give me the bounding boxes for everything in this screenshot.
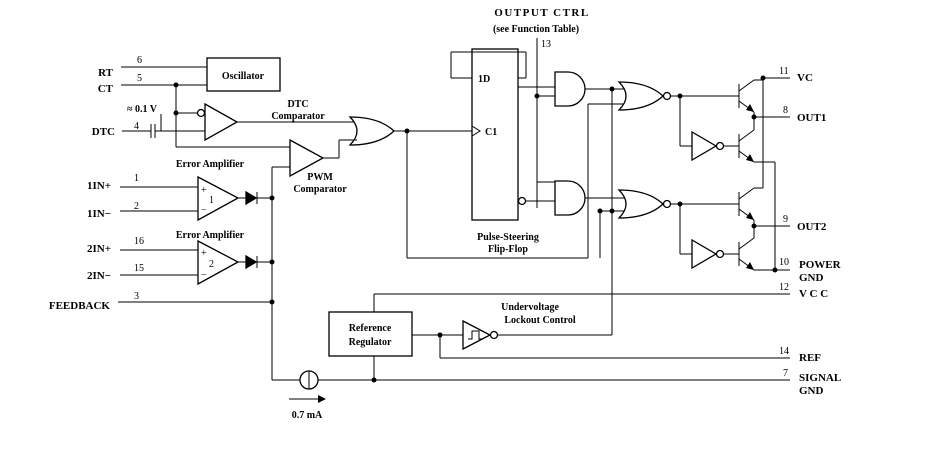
and-gate-2: [554, 180, 586, 216]
pin-9-number: 9: [783, 214, 788, 225]
and-gate-1: [554, 71, 586, 107]
error-amp-2-number: 2: [209, 259, 214, 270]
ct-ramp-wires: [173, 85, 290, 148]
error-amplifier-1: [197, 175, 240, 222]
oscillator-block: [206, 57, 281, 92]
pin-1-number: 1: [134, 173, 139, 184]
hysteresis-icon: [468, 330, 482, 340]
pin-16-number: 16: [134, 236, 144, 247]
pin-10-number: 10: [779, 257, 789, 268]
pin-vc-label: VC: [797, 72, 813, 84]
pin-out1-label: OUT1: [797, 112, 826, 124]
pin-out2-label: OUT2: [797, 221, 827, 233]
pwm-comparator: [289, 138, 325, 178]
output-transistors-2: [738, 187, 790, 271]
output-ctrl-label: OUTPUT CTRL: [494, 7, 589, 19]
pin-2in-minus-label: 2IN−: [87, 270, 111, 282]
pwm-comparator-label-1: PWM: [307, 172, 333, 183]
flipflop-title-2: Flip-Flop: [488, 244, 528, 255]
pwm-comparator-label-2: Comparator: [293, 184, 347, 195]
pin-15-number: 15: [134, 263, 144, 274]
vc-rail: [760, 75, 790, 273]
output-inverter-1: [691, 130, 718, 162]
pin-3-number: 3: [134, 291, 139, 302]
pin-dtc-label: DTC: [92, 126, 115, 138]
pin-ref-label: REF: [799, 352, 821, 364]
pin-signal-label: SIGNAL: [799, 372, 841, 384]
error-amp-1-title: Error Amplifier: [176, 159, 245, 170]
error-amp-1-number: 1: [209, 195, 214, 206]
output-inverter-2: [691, 238, 718, 270]
pin-5-number: 5: [137, 73, 142, 84]
dtc-comparator-label-1: DTC: [287, 99, 308, 110]
dtc-comparator-inverting-bubble: [196, 108, 206, 118]
nor-gate-2: [617, 189, 664, 219]
pin-rt-label: RT: [98, 67, 114, 79]
pin-7-number: 7: [783, 368, 788, 379]
output-ctrl-wire: [534, 38, 555, 208]
output-transistors-1: [738, 79, 790, 163]
dtc-input-wires: [122, 114, 205, 138]
ref-regulator-label-1: Reference: [349, 323, 392, 334]
or-gate-dead-time: [348, 116, 395, 146]
flipflop-clock-marker: [471, 125, 481, 137]
pin-4-number: 4: [134, 121, 139, 132]
nor-gate-1-bubble: [662, 91, 672, 101]
flipflop-c-label: C1: [485, 127, 497, 138]
flipflop-title-1: Pulse-Steering: [477, 232, 539, 243]
pin-ct-label: CT: [98, 83, 114, 95]
pin-2-number: 2: [134, 201, 139, 212]
pulse-steering-flipflop: [471, 48, 519, 221]
oscillator-label: Oscillator: [222, 71, 265, 82]
dtc-comparator-label-2: Comparator: [271, 111, 325, 122]
pin-1in-plus-label: 1IN+: [87, 180, 111, 192]
ref-output-wires: [412, 332, 790, 359]
pin-8-number: 8: [783, 105, 788, 116]
pin-feedback-label: FEEDBACK: [49, 300, 111, 312]
vcc-wire: [373, 293, 790, 312]
pin-2in-plus-label: 2IN+: [87, 243, 111, 255]
diode-1: [245, 190, 258, 206]
uvlo-label-2: Lockout Control: [504, 315, 575, 326]
current-arrow: [289, 395, 326, 403]
pin-13-number: 13: [541, 39, 551, 50]
uvlo-buffer: [462, 319, 492, 351]
nor-gate-1: [617, 81, 664, 111]
error-amp-2-title: Error Amplifier: [176, 230, 245, 241]
diode-2: [245, 254, 258, 270]
pin-vcc-label: V C C: [799, 288, 828, 300]
threshold-label: ≈ 0.1 V: [127, 104, 158, 115]
error-amp-2-minus: −: [201, 270, 207, 281]
reference-regulator-block: [328, 311, 413, 357]
error-amp-2-plus: +: [201, 248, 207, 259]
pin-6-number: 6: [137, 55, 142, 66]
pin-power-label: POWER: [799, 259, 842, 271]
pin-11-number: 11: [779, 66, 789, 77]
current-source-label: 0.7 mA: [292, 410, 323, 421]
pin-power-gnd-label: GND: [799, 272, 824, 284]
pin-signal-gnd-label: GND: [799, 385, 824, 397]
pin-14-number: 14: [779, 346, 789, 357]
flipflop-d-label: 1D: [478, 74, 490, 85]
error-amplifier-2: [197, 239, 240, 286]
uvlo-output-bubble: [489, 330, 499, 340]
pin-1in-minus-label: 1IN−: [87, 208, 111, 220]
nor-gate-2-bubble: [662, 199, 672, 209]
function-table-note: (see Function Table): [493, 24, 579, 35]
ref-regulator-label-2: Regulator: [349, 337, 392, 348]
feedback-bus: [118, 166, 300, 381]
flipflop-qbar-bubble: [517, 196, 527, 206]
driver-2-wires: [671, 201, 739, 255]
pin-12-number: 12: [779, 282, 789, 293]
flipflop-toggle-wire: [450, 51, 527, 79]
uvlo-label-1: Undervoltage: [501, 302, 559, 313]
error-amp-1-minus: −: [201, 205, 207, 216]
error-amp-1-plus: +: [201, 185, 207, 196]
dtc-comparator: [204, 102, 239, 142]
or-output-to-nor-wires: [406, 103, 625, 259]
driver-1-wires: [671, 93, 739, 147]
